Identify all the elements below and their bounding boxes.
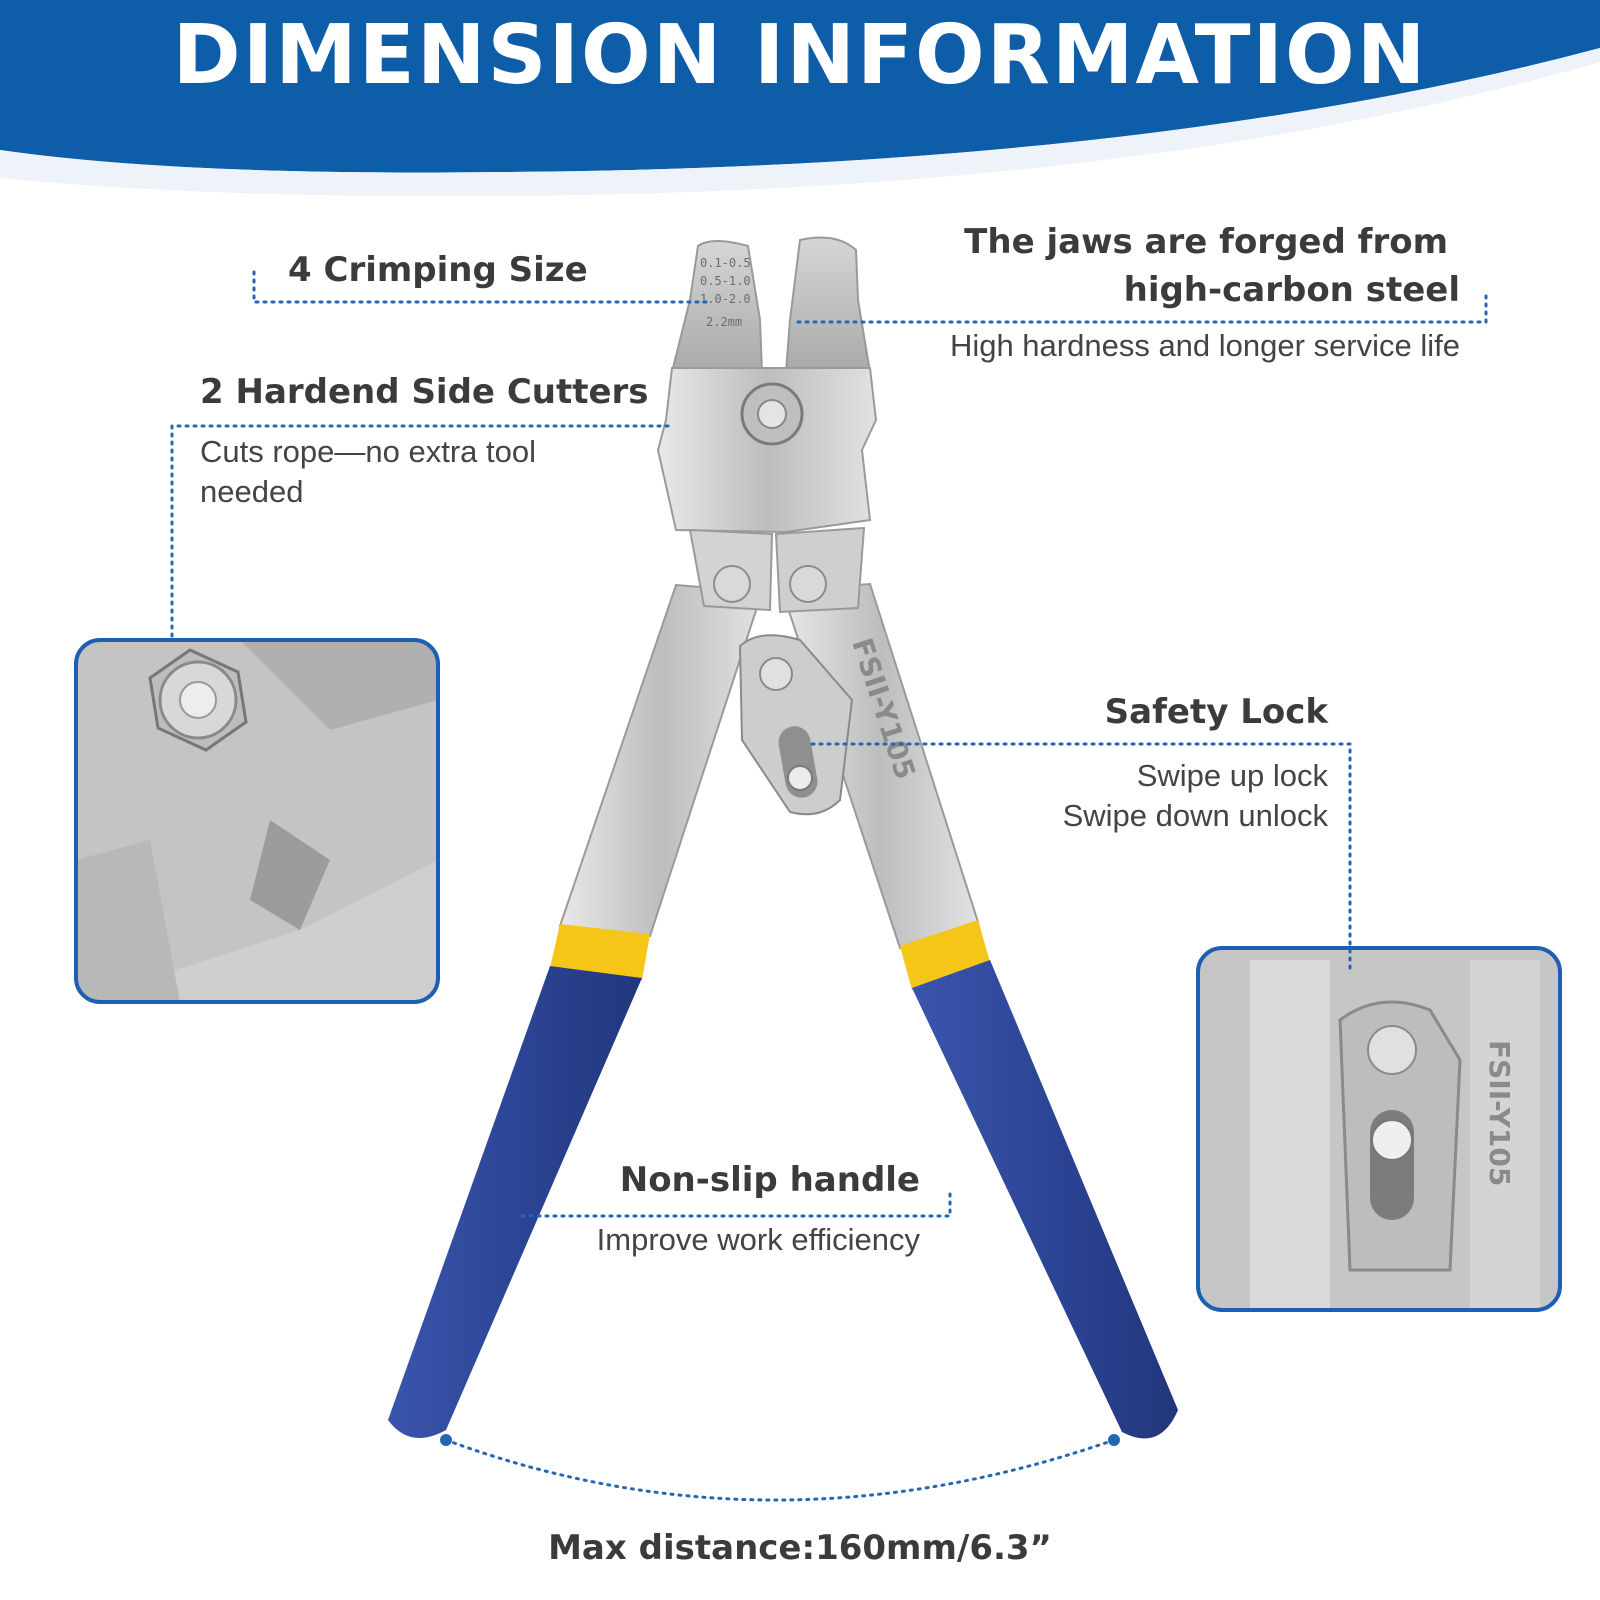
cutter-zoom-box — [74, 638, 440, 1004]
left-yellow-ring — [550, 924, 650, 980]
jaw-size-0: 0.1-0.5 — [700, 256, 751, 270]
jaws-title-line2: high-carbon steel — [1123, 270, 1460, 310]
lock-leader — [804, 742, 1352, 970]
jaw-size-2: 1.0-2.0 — [700, 292, 751, 306]
right-jaw — [784, 236, 872, 373]
max-distance-label: Max distance:160mm/6.3” — [548, 1528, 1052, 1568]
right-yellow-ring — [900, 920, 990, 990]
handle-title: Non-slip handle — [619, 1160, 920, 1200]
left-handle-steel — [558, 583, 764, 938]
lock-title: Safety Lock — [1104, 692, 1328, 732]
cutters-leader — [170, 424, 674, 638]
handle-subtitle: Improve work efficiency — [596, 1222, 920, 1257]
leader-lines — [170, 270, 1488, 1502]
distance-arc — [444, 1438, 1116, 1502]
lock-line2: Swipe down unlock — [1062, 798, 1328, 833]
crimping-title: 4 Crimping Size — [288, 250, 588, 290]
jaws-title-line1: The jaws are forged from — [964, 222, 1448, 262]
jaw-size-1: 0.5-1.0 — [700, 274, 751, 288]
page-title: DIMENSION INFORMATION — [172, 8, 1428, 103]
right-grip — [912, 960, 1178, 1439]
lock-line1: Swipe up lock — [1136, 758, 1328, 793]
left-grip — [388, 966, 642, 1438]
jaws-subtitle: High hardness and longer service life — [949, 328, 1460, 363]
jaws-leader — [796, 294, 1488, 324]
handle-leader — [520, 1192, 952, 1218]
cutters-title: 2 Hardend Side Cutters — [200, 372, 649, 412]
crimping-leader — [252, 270, 708, 304]
cutters-line1: Cuts rope—no extra tool — [200, 434, 537, 469]
jaw-size-3: 2.2mm — [706, 315, 742, 329]
tool-head — [656, 367, 878, 534]
lock-zoom-box: FSII-Y105 — [1196, 946, 1562, 1312]
zoom-brand-stamp: FSII-Y105 — [1483, 1040, 1516, 1186]
cutters-line2: needed — [200, 474, 304, 509]
header-banner — [0, 0, 1600, 197]
